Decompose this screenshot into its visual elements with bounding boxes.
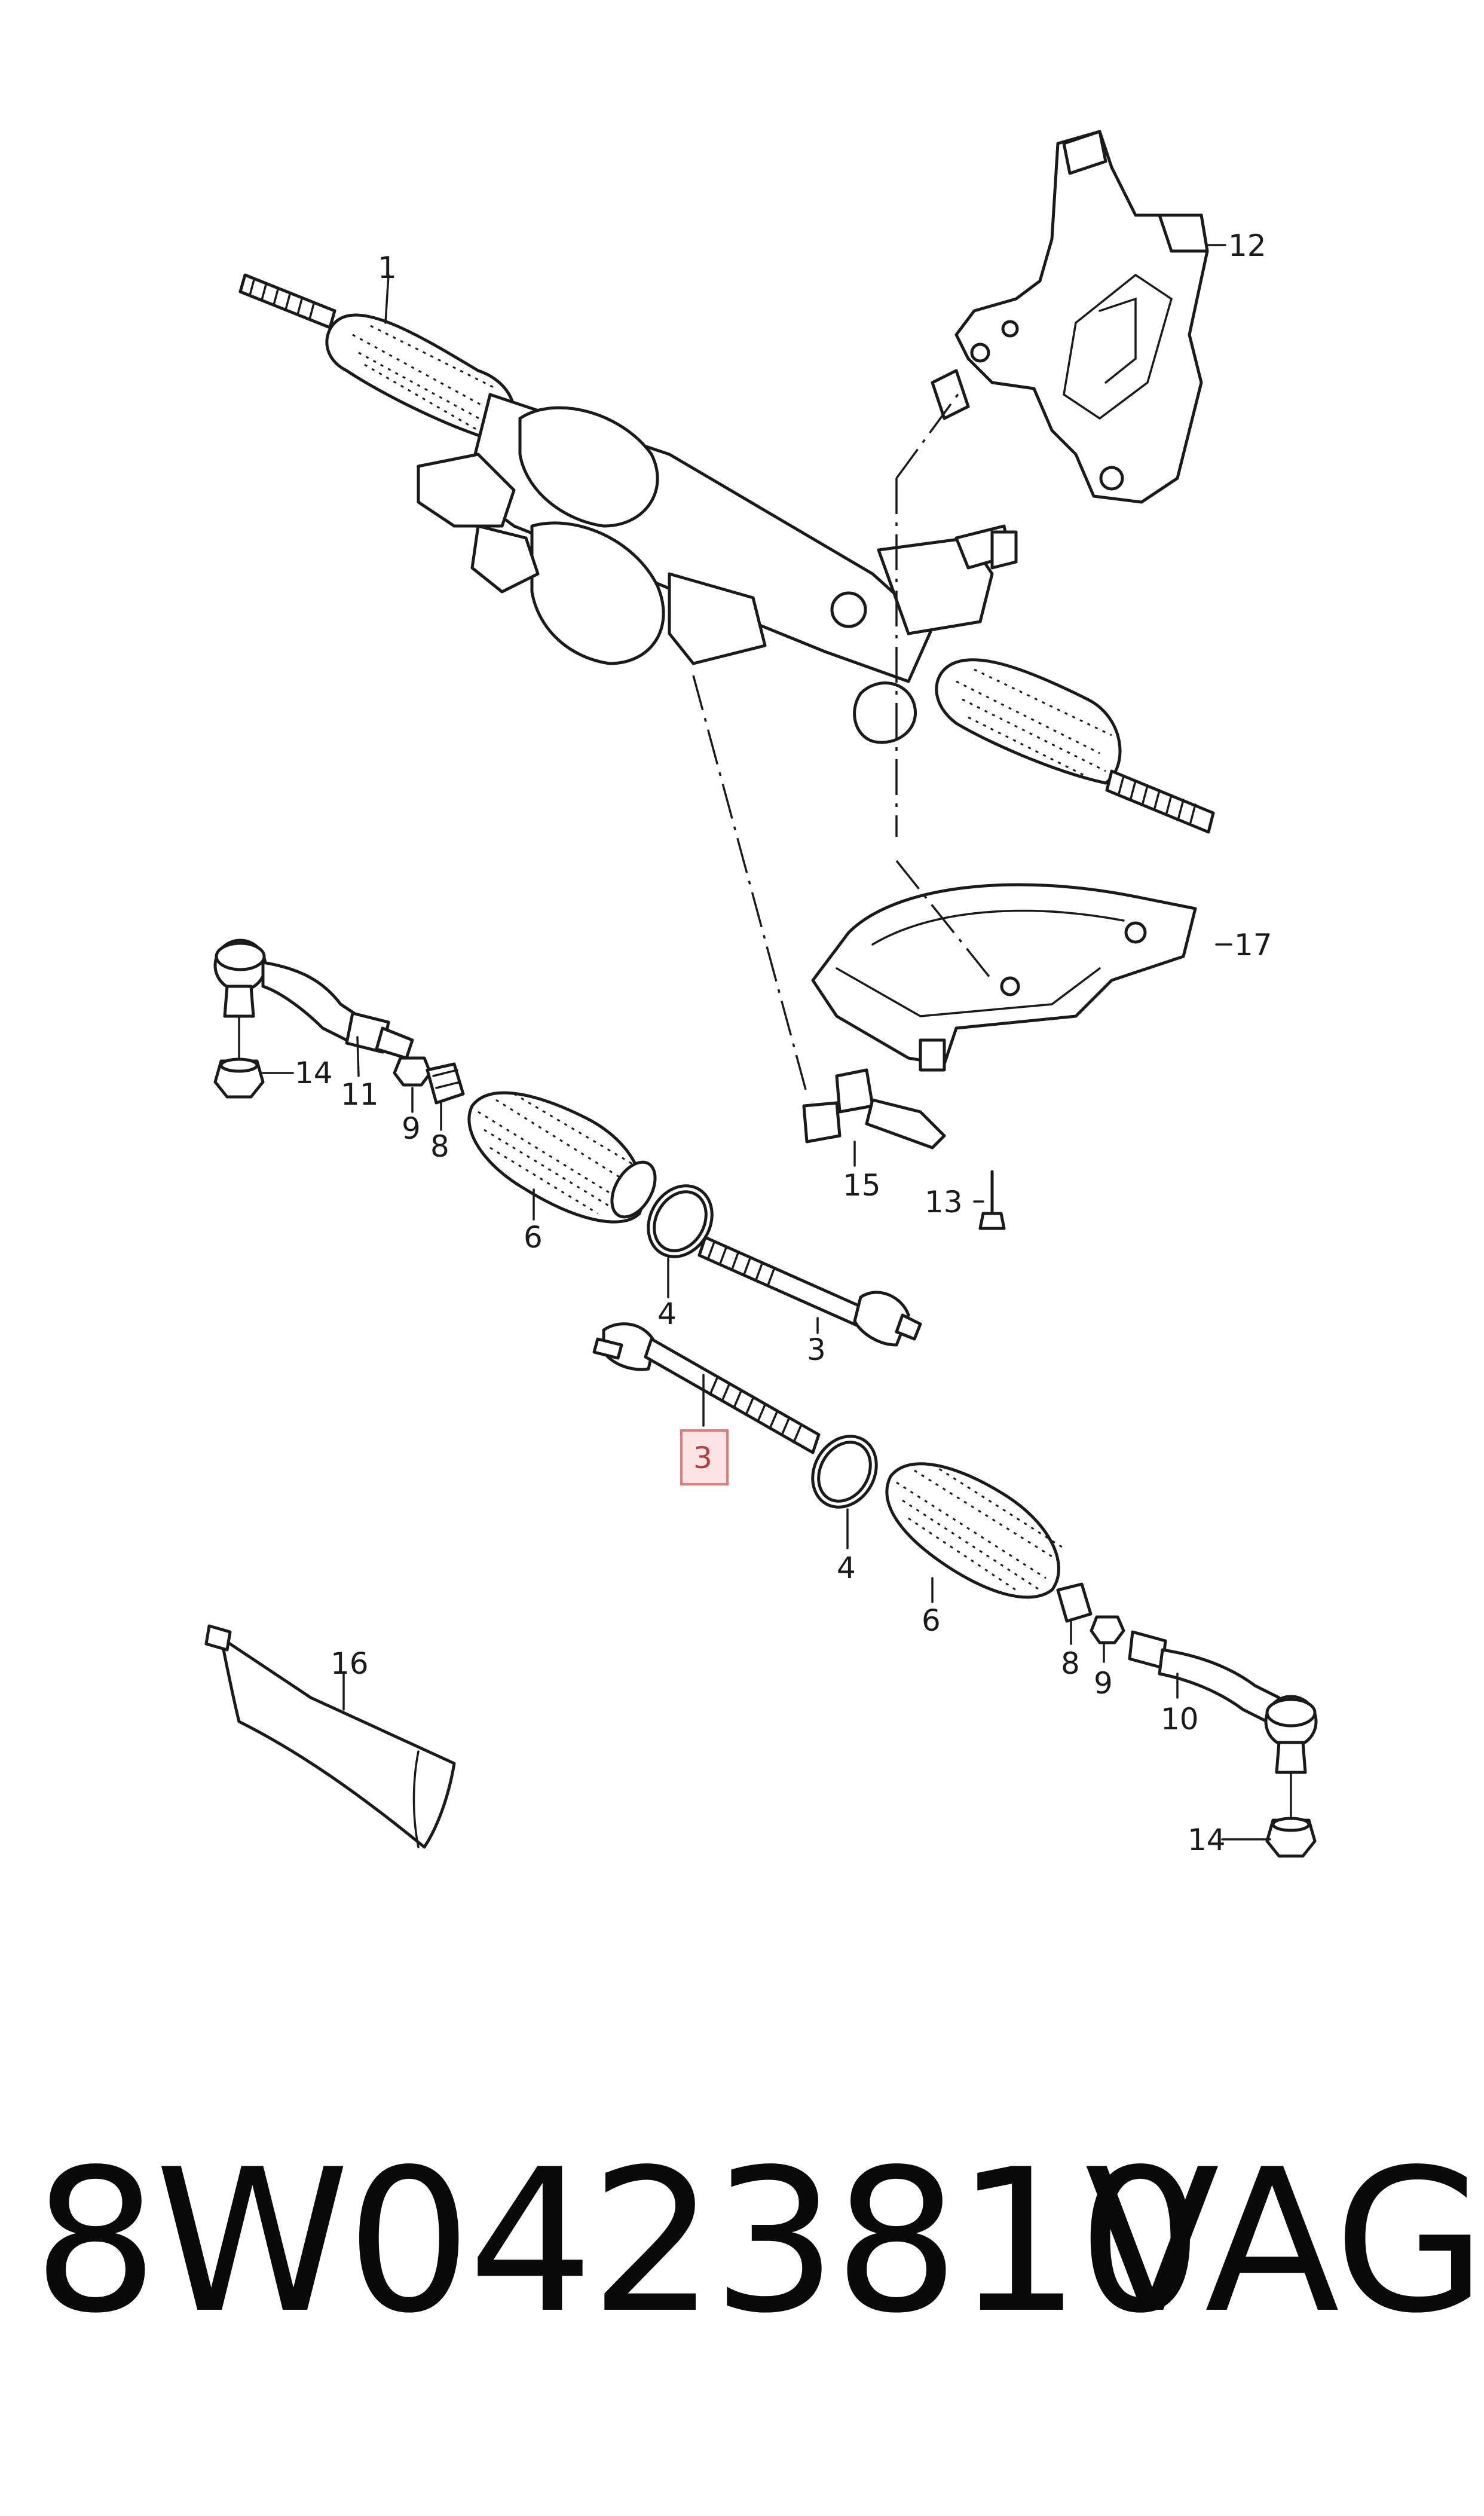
tie-rod-end-right (1128, 1630, 1318, 1858)
tie-rod-lower (592, 1322, 821, 1454)
steering-rack-assembly (238, 273, 1215, 834)
callout-6-left: 6 (524, 1220, 543, 1255)
callout-1: 1 (378, 250, 397, 285)
callout-14-left: 14 (295, 1056, 333, 1090)
tie-rod-upper (697, 1236, 922, 1347)
nut-left (393, 1056, 432, 1087)
steering-knuckle (931, 130, 1209, 504)
part-number: 8W0423810 (33, 2127, 1203, 2356)
callout-16: 16 (331, 1646, 369, 1681)
brand-name: VAG (1085, 2127, 1484, 2356)
callout-17: 17 (1234, 928, 1272, 962)
highlight-box (680, 1429, 729, 1485)
sensor (802, 1068, 946, 1150)
clip-right (1056, 1582, 1093, 1623)
bolt (978, 1170, 1006, 1230)
clip-left (426, 1062, 465, 1105)
tie-rod-end-left (213, 938, 414, 1099)
callout-4-right: 4 (837, 1551, 856, 1585)
callout-3-highlighted: 3 (693, 1441, 712, 1475)
grease-tube (204, 1624, 456, 1849)
callout-8-right: 8 (1061, 1646, 1080, 1681)
callout-10: 10 (1161, 1702, 1199, 1737)
nut-right (1090, 1615, 1125, 1644)
subframe (811, 883, 1197, 1072)
callout-8-left: 8 (430, 1129, 449, 1164)
boot-left (467, 1091, 657, 1224)
callout-15: 15 (843, 1168, 881, 1203)
callout-9-left: 9 (402, 1111, 421, 1146)
callout-12: 12 (1228, 228, 1266, 263)
callout-9-right: 9 (1094, 1666, 1113, 1701)
callout-14-right: 14 (1188, 1823, 1226, 1857)
callout-4-left: 4 (657, 1297, 677, 1331)
callout-11: 11 (341, 1077, 379, 1112)
callout-13: 13 (925, 1185, 963, 1219)
callout-6-right: 6 (922, 1603, 941, 1638)
boot-right (885, 1462, 1064, 1599)
callout-3-upper: 3 (807, 1332, 826, 1367)
